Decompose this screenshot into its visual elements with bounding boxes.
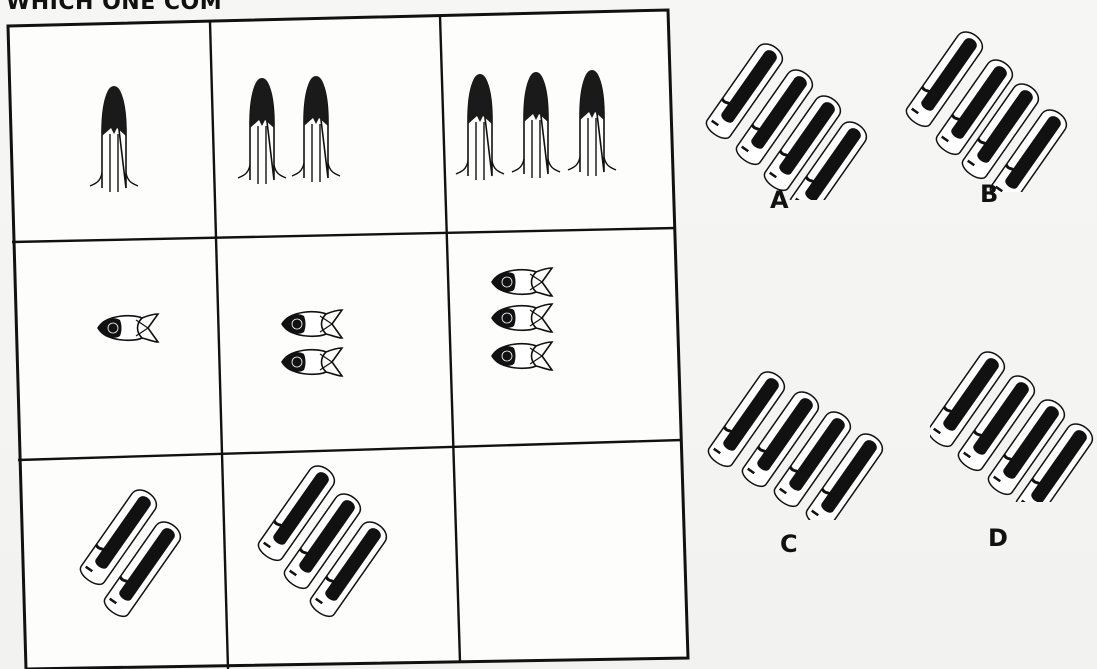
- option-b-label[interactable]: B: [980, 180, 998, 208]
- option-b-figure[interactable]: [900, 22, 1080, 192]
- option-c-figure[interactable]: [706, 360, 886, 520]
- option-a-label[interactable]: A: [770, 186, 789, 214]
- puzzle-matrix: [0, 0, 700, 669]
- option-d-label[interactable]: D: [988, 524, 1008, 552]
- option-c-label[interactable]: C: [780, 530, 798, 558]
- option-a-figure[interactable]: [700, 30, 880, 200]
- option-d-figure[interactable]: [930, 342, 1095, 502]
